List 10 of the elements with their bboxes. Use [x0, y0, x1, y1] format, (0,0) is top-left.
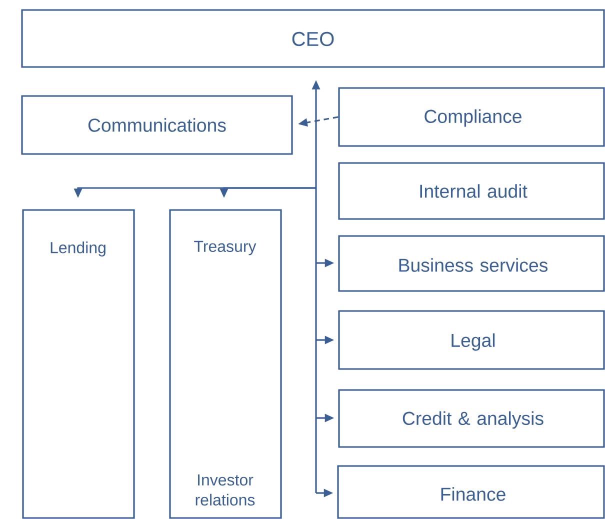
- org-box: Treasury Investor relations: [169, 209, 282, 519]
- org-box: Internal audit: [338, 162, 605, 220]
- org-box: Legal: [338, 310, 605, 370]
- org-box: Business services: [338, 235, 605, 292]
- org-box: Finance: [337, 465, 605, 519]
- org-box: Credit & analysis: [338, 389, 605, 448]
- org-box: CEO: [21, 9, 605, 68]
- org-box: Lending: [22, 209, 135, 519]
- org-box: Communications: [21, 95, 293, 155]
- org-box: Compliance: [338, 87, 605, 147]
